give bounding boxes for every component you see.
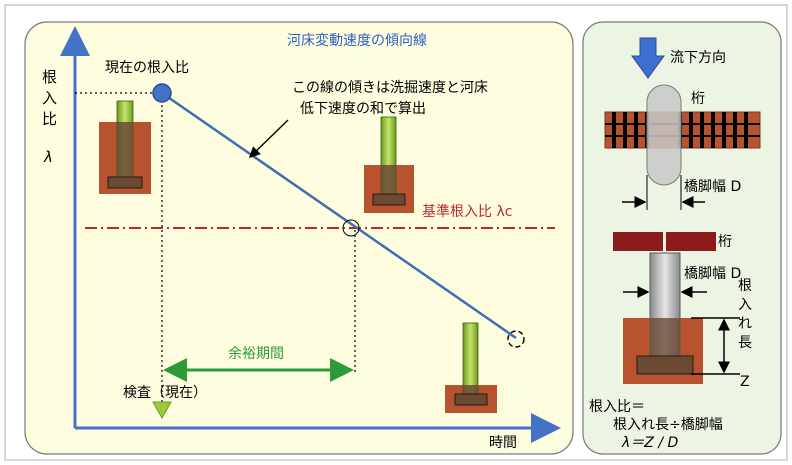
pier-illustration-reference [364,116,414,213]
right-panel: 流下方向 桁 橋脚 [582,21,782,455]
note-pointer-arrow [248,119,289,158]
pier-footing [454,393,488,406]
pier-illustration-deep [99,100,151,194]
flow-direction-arrow-icon [631,37,665,79]
current-ratio-label: 現在の根入比 [105,60,189,76]
plan-view [604,84,761,186]
end-point-marker [507,330,525,348]
trend-line-note-1: この線の傾きは洗掘速度と河床 [292,80,488,96]
embedment-label-1: 根 [738,278,752,294]
pier-elevation-footing [636,355,694,375]
lambda-symbol: λ [43,148,53,166]
trend-line [161,91,517,340]
reference-ratio-label: 基準根入比 λc [422,203,512,220]
trend-line-title: 河床変動速度の傾向線 [287,32,427,49]
inspection-triangle-icon [152,401,172,420]
pier-footing [372,193,406,206]
flow-direction-label: 流下方向 [670,50,726,66]
y-axis-label-2: 入 [42,89,57,107]
girder-label-bottom: 桁 [718,234,732,250]
girder-label-top: 桁 [691,91,705,107]
pier-plan-shape [646,84,682,186]
embedment-label-4: 長 [738,335,752,351]
embedment-label-z: Z [740,374,750,390]
pier-buried-part [381,165,396,197]
y-axis-label-3: 比 [42,110,57,128]
pier-width-label-top: 橋脚幅 D [684,179,741,195]
pier-width-label-bottom: 橋脚幅 D [684,266,741,282]
trend-line-note-2: 低下速度の和で算出 [300,101,426,117]
formula-line-2: 根入れ長÷橋脚幅 [613,417,723,433]
pier-footing [107,176,143,189]
pier-illustration-shallow [445,322,497,413]
embedment-label-3: れ [738,316,752,332]
inspection-label: 検査（現在） [123,385,207,401]
left-panel: 根 入 比 λ 基準根入比 λc 現在の根入比 河床変動速度の傾向線 この線の傾… [24,21,574,455]
y-axis-label-1: 根 [42,68,57,86]
pier-buried-part [117,122,133,181]
current-ratio-point [152,83,172,103]
x-axis-label: 時間 [489,435,517,451]
formula-line-3: λ＝Z / D [621,435,678,451]
pier-elevation-buried [650,318,680,360]
girder-block-right [666,232,716,251]
embedment-label-2: 入 [738,297,752,313]
intersection-marker [342,219,360,237]
formula-line-1: 根入比＝ [589,399,645,415]
margin-period-label: 余裕期間 [228,345,284,362]
girder-block-left [613,232,663,251]
